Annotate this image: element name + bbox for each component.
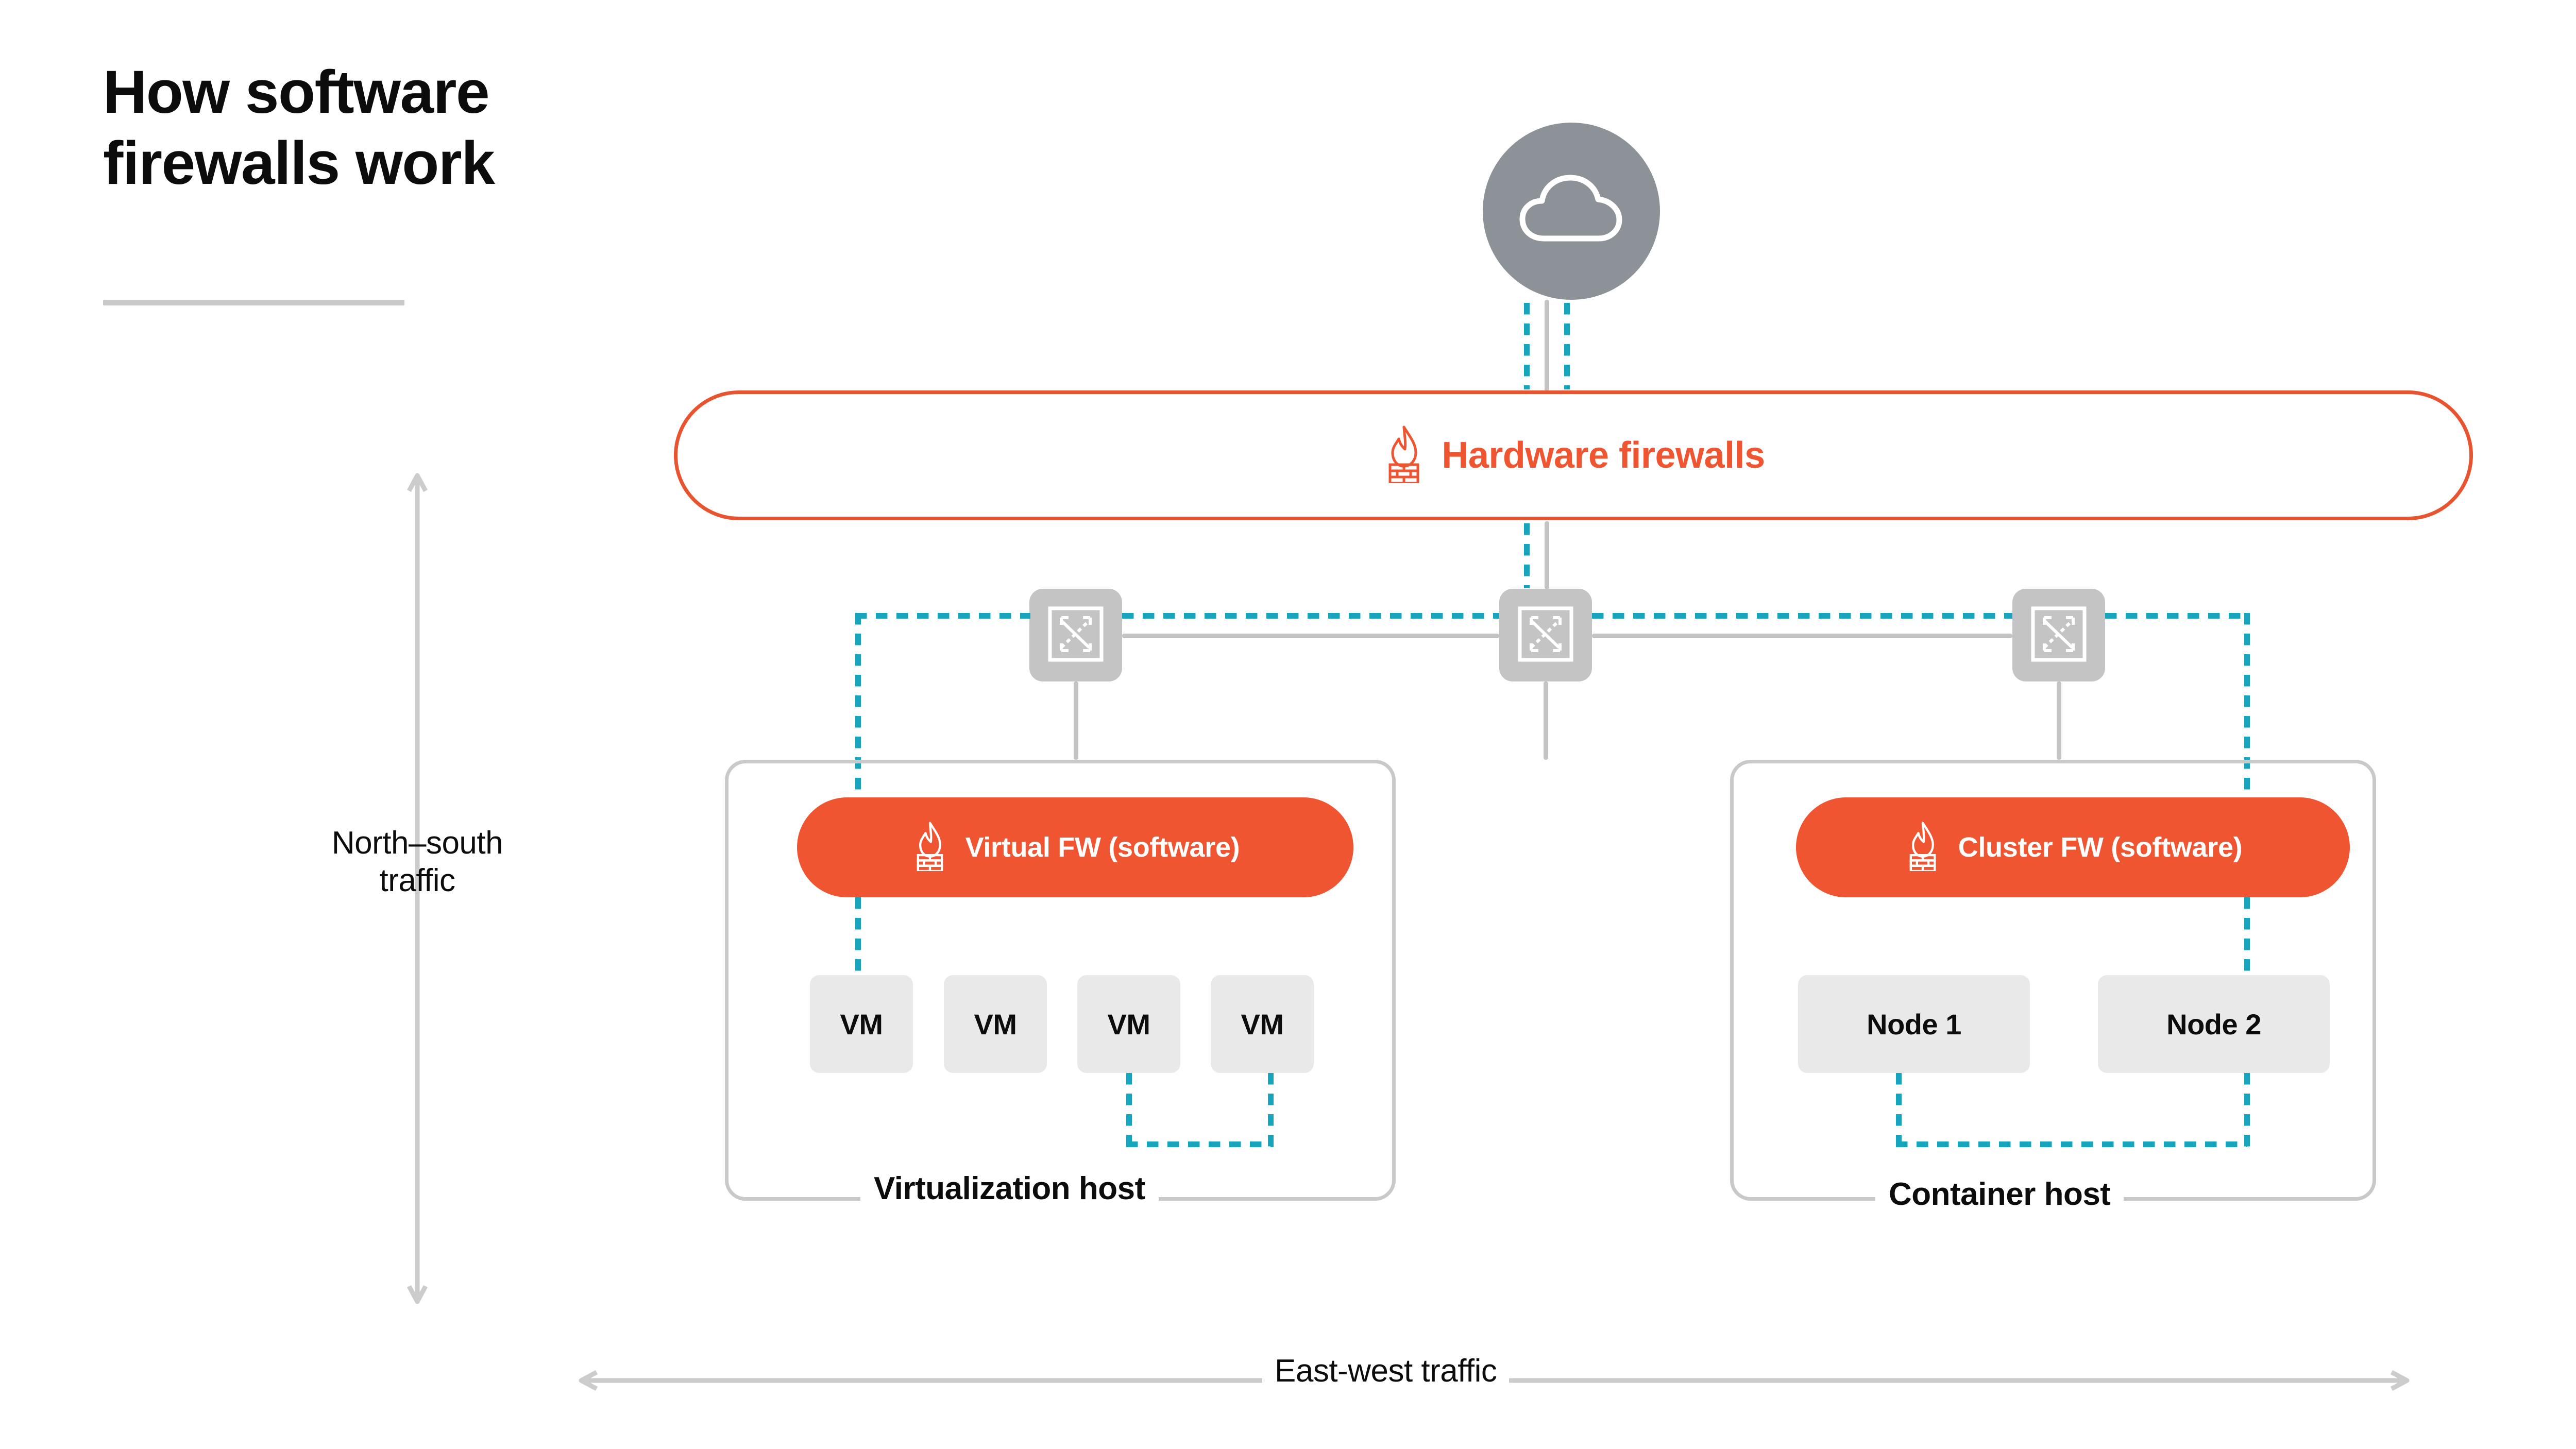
title-underline-rule (103, 300, 404, 305)
page-title-line1: How software (103, 58, 490, 126)
page-title-line2: firewalls work (103, 129, 495, 198)
east-west-traffic-label: East-west traffic (1262, 1353, 1510, 1389)
connector-switch-left-down-dashed-v (855, 613, 861, 808)
connector-switch-right-to-host-solid (2057, 681, 2061, 760)
firewall-flame-icon (911, 821, 949, 874)
connector-node1-to-node2-dashed (1896, 1141, 2247, 1147)
connector-cloud-to-hwfw-dashed-left (1524, 303, 1530, 389)
connector-vm4-down-dashed (1268, 1073, 1274, 1147)
container-host-label: Container host (1875, 1176, 2124, 1213)
network-switch-middle[interactable] (1499, 589, 1592, 681)
connector-cloud-to-hwfw-dashed-right (1564, 303, 1570, 389)
vm-chip[interactable]: VM (1211, 975, 1314, 1073)
connector-switch-right-down-dashed-v (2244, 613, 2250, 808)
connector-switch-left-to-mid-solid (1122, 634, 1499, 638)
firewall-flame-icon (1904, 821, 1942, 874)
connector-hwfw-to-switch-solid (1545, 521, 1549, 589)
connector-hwfw-to-switch-dashed (1524, 523, 1530, 588)
connector-switch-mid-to-right-dashed (1592, 613, 2012, 619)
connector-vm3-to-vm4-dashed (1126, 1141, 1274, 1147)
virtual-firewall-label: Virtual FW (software) (965, 832, 1240, 863)
network-switch-icon (2030, 605, 2088, 666)
cluster-firewall-label: Cluster FW (software) (1958, 832, 2243, 863)
connector-switch-left-out-dashed-h (855, 613, 1030, 619)
node-chip[interactable]: Node 2 (2098, 975, 2330, 1073)
connector-clusterfw-to-node-dashed (2244, 897, 2250, 976)
north-south-label-line2: traffic (379, 863, 455, 899)
vm-chip[interactable]: VM (944, 975, 1047, 1073)
connector-switch-left-to-mid-dashed (1122, 613, 1499, 619)
connector-vm3-down-dashed (1126, 1073, 1132, 1147)
hardware-firewall-label: Hardware firewalls (1442, 435, 1765, 476)
firewall-flame-icon (1382, 425, 1426, 486)
north-south-label-line1: North–south (331, 825, 503, 861)
page-title: How software firewalls work (103, 57, 824, 199)
network-switch-icon (1047, 605, 1105, 666)
cloud-node (1483, 123, 1660, 300)
connector-switch-mid-down-solid (1544, 681, 1548, 760)
network-switch-right[interactable] (2012, 589, 2105, 681)
connector-switch-mid-to-right-solid (1592, 634, 2012, 638)
virtual-firewall-node[interactable]: Virtual FW (software) (797, 797, 1353, 897)
connector-cloud-to-hwfw-solid (1545, 300, 1549, 391)
cluster-firewall-node[interactable]: Cluster FW (software) (1796, 797, 2350, 897)
network-switch-left[interactable] (1029, 589, 1122, 681)
connector-switch-right-out-dashed-h (2105, 613, 2249, 619)
network-switch-icon (1517, 605, 1574, 666)
vm-chip[interactable]: VM (810, 975, 913, 1073)
connector-switch-left-to-host-solid (1074, 681, 1078, 760)
vm-chip[interactable]: VM (1077, 975, 1180, 1073)
connector-node1-down-dashed (1896, 1073, 1902, 1147)
virtualization-host-label: Virtualization host (860, 1170, 1159, 1207)
north-south-traffic-label: North–south traffic (268, 824, 567, 899)
node-chip[interactable]: Node 1 (1798, 975, 2030, 1073)
connector-node2-down-dashed (2244, 1073, 2250, 1147)
hardware-firewall-node[interactable]: Hardware firewalls (674, 390, 2473, 520)
north-south-axis-arrow (407, 471, 428, 1306)
connector-virtualfw-to-vm-dashed (855, 897, 861, 976)
